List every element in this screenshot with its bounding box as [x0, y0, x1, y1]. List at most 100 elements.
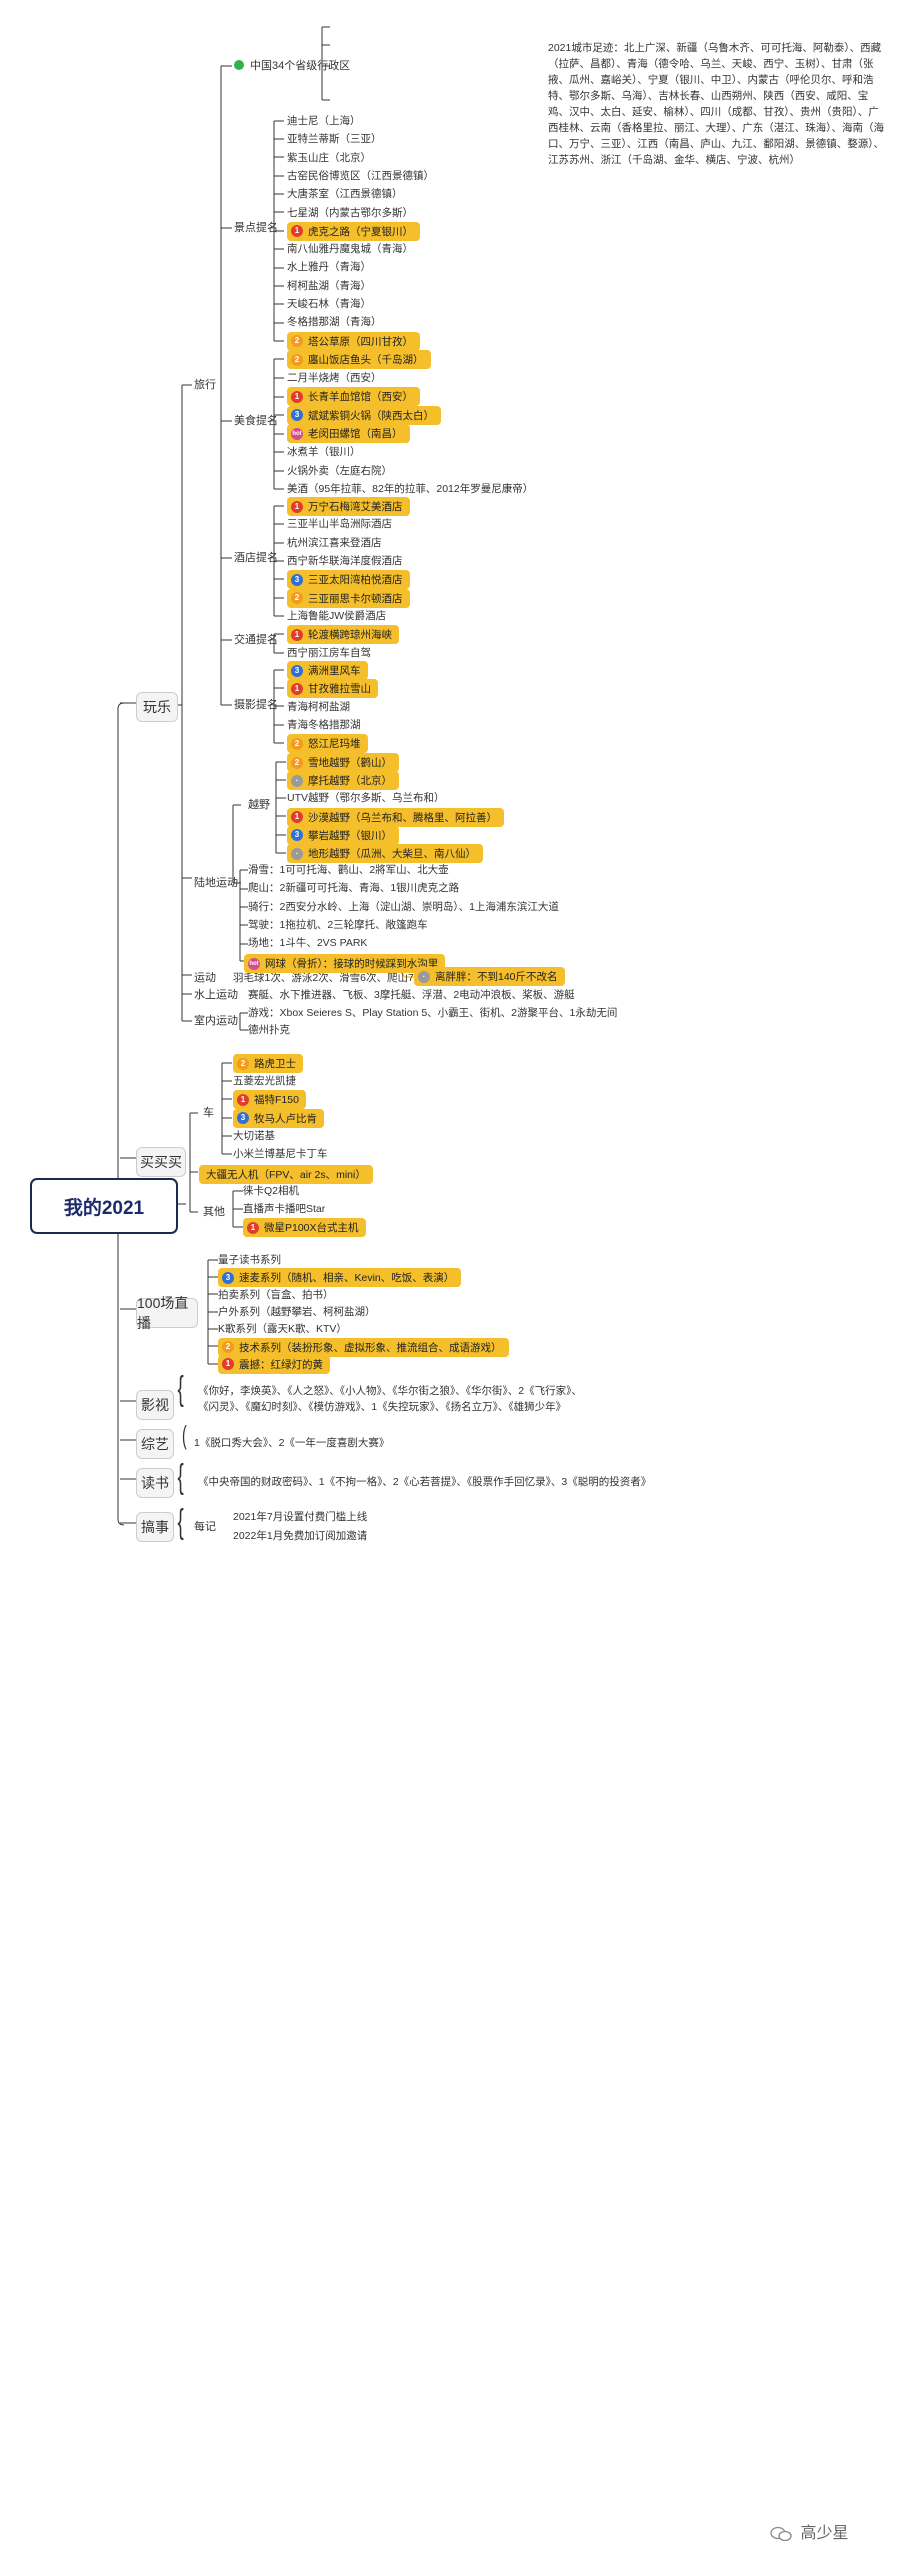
hotel-item[interactable]: 3 三亚太阳湾柏悦酒店 — [287, 570, 410, 590]
category-gaoshi[interactable]: 搞事 — [136, 1512, 174, 1542]
rank-1-badge-icon: 1 — [291, 390, 303, 403]
other-label: 其他 — [203, 1206, 225, 1218]
rank-2-badge-icon: 2 — [291, 335, 303, 348]
indoor-item: 德州扑克 — [248, 1024, 290, 1036]
indoor-item: 游戏：Xbox Seieres S、Play Station 5、小霸王、街机、… — [248, 1007, 618, 1019]
rank-g-badge-icon: · — [291, 774, 303, 787]
root-node[interactable]: 我的2021 — [30, 1178, 178, 1234]
hotel-item: 三亚半山半岛洲际酒店 — [287, 518, 392, 531]
photo-item-text: 满洲里风车 — [308, 665, 361, 677]
rank-3-badge-icon: 3 — [291, 573, 303, 586]
rank-3-badge-icon: 3 — [291, 409, 303, 422]
category-film[interactable]: 影视 — [136, 1390, 174, 1420]
category-wanle[interactable]: 玩乐 — [136, 692, 178, 722]
food-item: 二月半烧烤（西安） — [287, 371, 382, 384]
film-line-1: 《你好，李焕英》、《人之怒》、《小人物》、《华尔街之狼》、《华尔街》、2《飞行家… — [198, 1385, 582, 1397]
rank-1-badge-icon: 1 — [291, 225, 303, 238]
land-sport-item: 驾驶：1拖拉机、2三轮摩托、敞篷跑车 — [248, 918, 428, 931]
car-item-text: 福特F150 — [254, 1094, 299, 1107]
car-item: 小米兰博基尼卡丁车 — [233, 1148, 328, 1160]
transport-item-text: 轮渡横跨琼州海峡 — [308, 629, 392, 641]
category-maimai[interactable]: 买买买 — [136, 1147, 186, 1177]
hotel-item-text: 三亚丽思卡尔顿酒店 — [308, 592, 403, 605]
scenic-item[interactable]: 2 塔公草原（四川甘孜） — [287, 331, 420, 351]
offroad-item-text: 摩托越野（北京） — [308, 775, 392, 788]
other-buy-item: 徕卡Q2相机 — [243, 1185, 300, 1197]
category-variety[interactable]: 综艺 — [136, 1429, 174, 1459]
scenic-label: 景点提名 — [234, 222, 278, 234]
car-item-text: 牧马人卢比肯 — [254, 1112, 317, 1125]
photo-item[interactable]: 3 满洲里风车 — [287, 661, 368, 680]
land-sport-item: 场地：1斗牛、2VS PARK — [248, 937, 368, 950]
category-live[interactable]: 100场直播 — [136, 1295, 198, 1331]
water-text: 赛艇、水下推进器、飞板、3摩托艇、浮潜、2电动冲浪板、桨板、游艇 — [248, 989, 575, 1001]
rank-3-badge-icon: 3 — [237, 1112, 249, 1125]
weight-note[interactable]: ·离胖胖：不到140斤不改名 — [414, 967, 565, 986]
rank-2-badge-icon: 2 — [222, 1341, 234, 1353]
hotel-item-text: 三亚太阳湾柏悦酒店 — [308, 574, 403, 587]
scenic-item: 七星湖（内蒙古鄂尔多斯） — [287, 206, 413, 219]
offroad-item-text: 雪地越野（鹳山） — [308, 757, 392, 769]
gaoshi-bracket: { — [177, 1503, 184, 1541]
scenic-item: 南八仙雅丹魔鬼城（青海） — [287, 243, 413, 256]
photo-item: 青海冬格措那湖 — [287, 718, 361, 731]
regions-label: 中国34个省级行政区 — [234, 59, 350, 74]
hotel-label: 酒店提名 — [234, 552, 278, 564]
offroad-item: UTV越野（鄂尔多斯、乌兰布和） — [287, 792, 445, 805]
sport-text: 羽毛球1次、游泳2次、滑雪6次、爬山7次、骑行7次 — [233, 972, 473, 984]
drone-item[interactable]: 大疆无人机（FPV、air 2s、mini） — [199, 1165, 373, 1184]
scenic-item[interactable]: 1 虎克之路（宁夏银川） — [287, 221, 420, 241]
offroad-item[interactable]: · 摩托越野（北京） — [287, 771, 399, 791]
scenic-item: 冬格措那湖（青海） — [287, 316, 382, 329]
scenic-item-text: 虎克之路（宁夏银川） — [308, 225, 413, 238]
offroad-item[interactable]: ·地形越野（瓜洲、大柴旦、南八仙） — [287, 844, 483, 863]
food-item: 冰煮羊（银川） — [287, 446, 361, 458]
film-bracket: { — [177, 1370, 184, 1408]
rank-1-badge-icon: 1 — [291, 682, 303, 695]
offroad-item-text: 地形越野（瓜洲、大柴旦、南八仙） — [308, 848, 476, 860]
reading-bracket: { — [177, 1458, 184, 1496]
other-buy-item-text: 微星P100X台式主机 — [264, 1222, 359, 1234]
variety-bracket: ( — [181, 1420, 187, 1450]
gaoshi-item: 2021年7月设置付费门槛上线 — [233, 1511, 368, 1523]
scenic-item: 紫玉山庄（北京） — [287, 151, 371, 164]
category-reading[interactable]: 读书 — [136, 1468, 174, 1498]
rank-2-badge-icon: 2 — [291, 737, 303, 750]
rank-3-badge-icon: 3 — [291, 664, 303, 677]
film-line-2: 《闪灵》、《魔幻时刻》、《模仿游戏》、1《失控玩家》、《扬名立万》、《雄狮少年》 — [198, 1401, 567, 1413]
car-item[interactable]: 3 牧马人卢比肯 — [233, 1108, 324, 1128]
rank-1-badge-icon: 1 — [291, 500, 303, 513]
rank-2-badge-icon: 2 — [237, 1057, 249, 1070]
regions-label-text: 中国34个省级行政区 — [250, 60, 351, 72]
car-item: 五菱宏光凯捷 — [233, 1075, 296, 1088]
scenic-item-text: 塔公草原（四川甘孜） — [308, 335, 413, 348]
live-item-text: 震撼：红绿灯的黄 — [239, 1358, 323, 1371]
hot-badge-icon: hot — [248, 957, 260, 970]
water-label: 水上运动 — [194, 989, 238, 1001]
food-label: 美食提名 — [234, 415, 278, 427]
hotel-item: 西宁新华联海洋度假酒店 — [287, 554, 403, 567]
land-sports-label: 陆地运动 — [194, 877, 238, 889]
scenic-item: 古窑民俗博览区（江西景德镇） — [287, 169, 434, 182]
gaoshi-item: 2022年1月免费加订阅加邀请 — [233, 1530, 368, 1542]
live-item: K歌系列（露天K歌、KTV） — [218, 1323, 347, 1336]
